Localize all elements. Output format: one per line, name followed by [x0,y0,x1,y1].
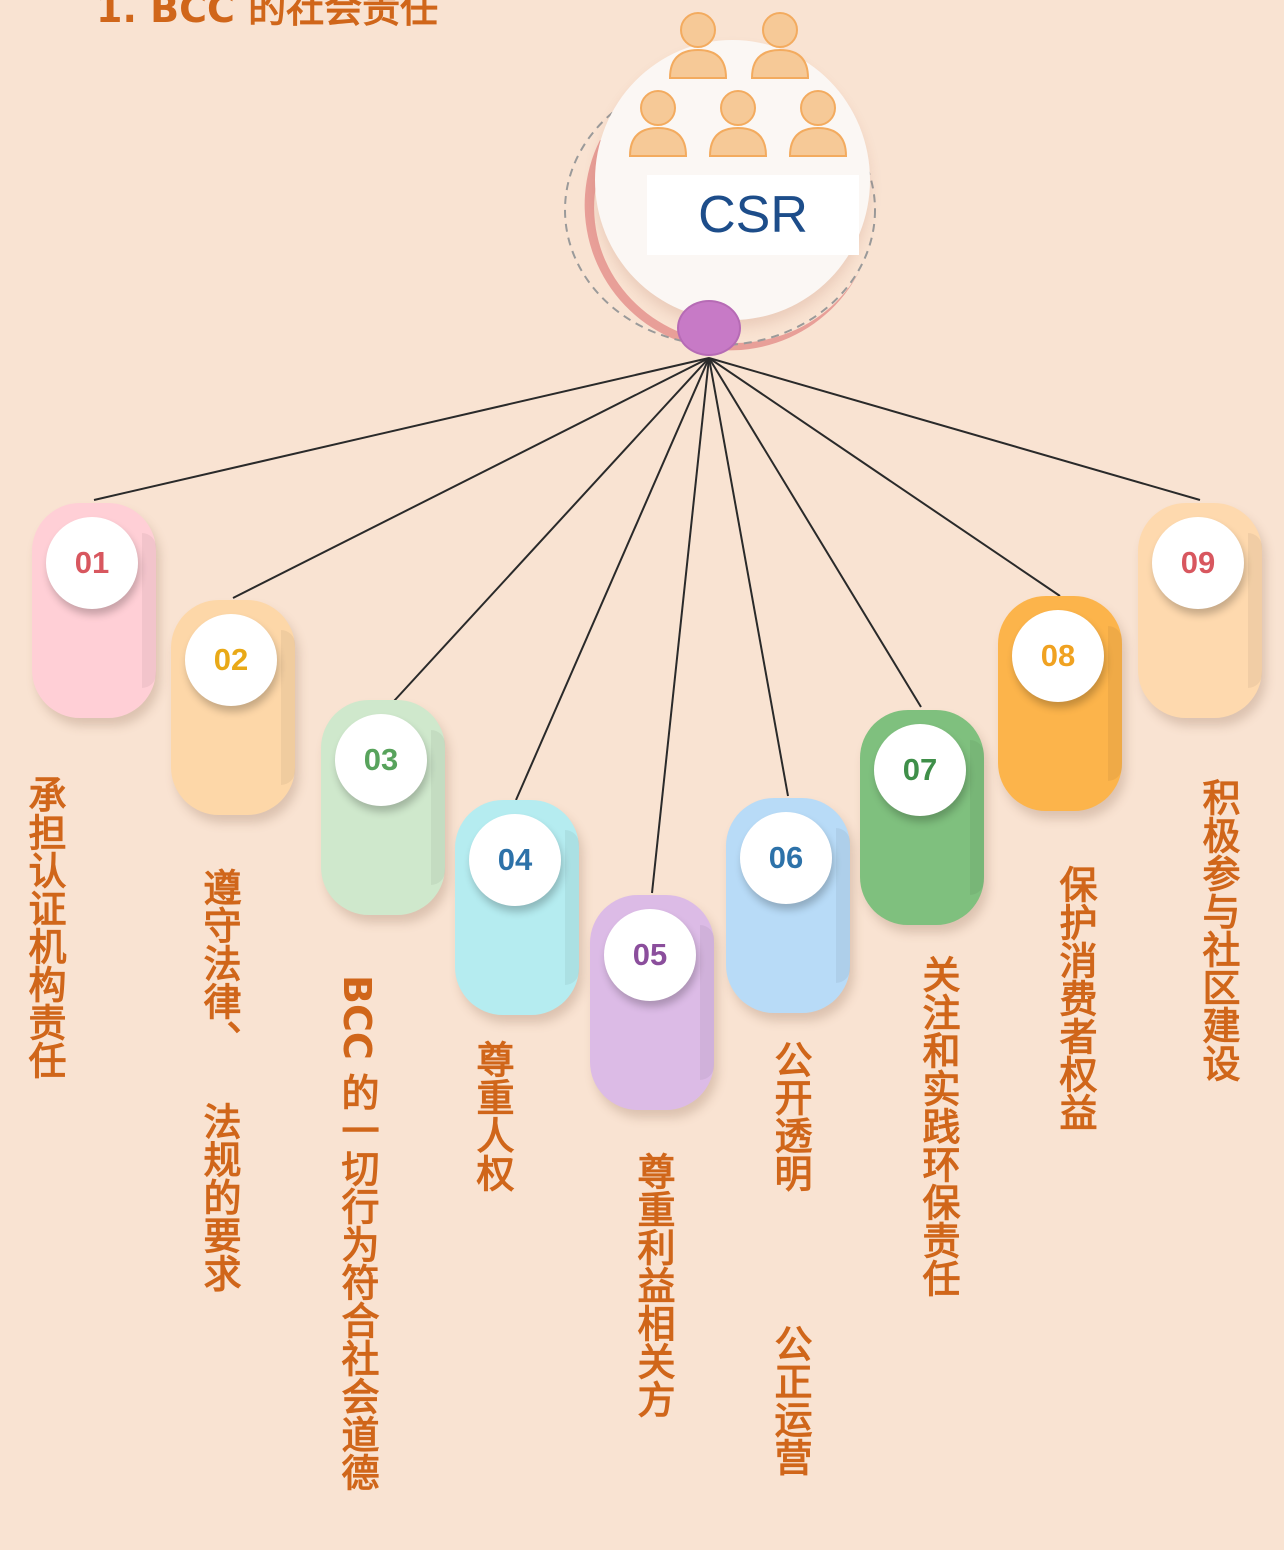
item-label-09: 积极参与社区建设 [1196,778,1240,1082]
item-number-02: 02 [185,614,277,706]
item-number-03: 03 [335,714,427,806]
item-label-03: BCC 的一切行为符合社会道德 [335,975,379,1491]
person-icon [668,12,728,79]
item-number-01: 01 [46,517,138,609]
item-label-02: 遵守法律、 法规的要求 [197,868,241,1292]
person-icon [750,12,810,79]
page-title: 1. BCC 的社会责任 [96,0,439,31]
item-number-08: 08 [1012,610,1104,702]
item-pill-03: 03 [321,700,445,915]
item-label-05: 尊重利益相关方 [631,1152,675,1418]
person-icon [628,90,688,157]
connector-line-07 [708,357,922,708]
connector-line-03 [382,357,710,714]
item-pill-07: 07 [860,710,984,925]
item-label-04: 尊重人权 [470,1040,514,1192]
item-label-01: 承担认证机构责任 [22,775,66,1079]
connector-line-02 [232,357,710,599]
csr-label: CSR [647,175,859,255]
item-pill-06: 06 [726,798,850,1013]
connector-line-01 [93,357,710,501]
item-number-07: 07 [874,724,966,816]
person-icon [788,90,848,157]
item-label-08: 保护消费者权益 [1053,865,1097,1131]
item-number-09: 09 [1152,517,1244,609]
item-number-05: 05 [604,909,696,1001]
item-pill-09: 09 [1138,503,1262,718]
item-label-07: 关注和实践环保责任 [916,955,960,1297]
person-icon [708,90,768,157]
connector-line-05 [651,357,710,894]
item-pill-01: 01 [32,503,156,718]
hub-connector-node [677,300,741,356]
item-pill-02: 02 [171,600,295,815]
item-pill-05: 05 [590,895,714,1110]
item-pill-08: 08 [998,596,1122,811]
connector-line-04 [515,357,710,801]
item-number-06: 06 [740,812,832,904]
item-pill-04: 04 [455,800,579,1015]
item-label-06: 公开透明 公正运营 [768,1040,812,1476]
connector-line-09 [708,357,1201,501]
item-number-04: 04 [469,814,561,906]
connector-line-08 [708,357,1061,597]
connector-line-06 [708,357,789,797]
